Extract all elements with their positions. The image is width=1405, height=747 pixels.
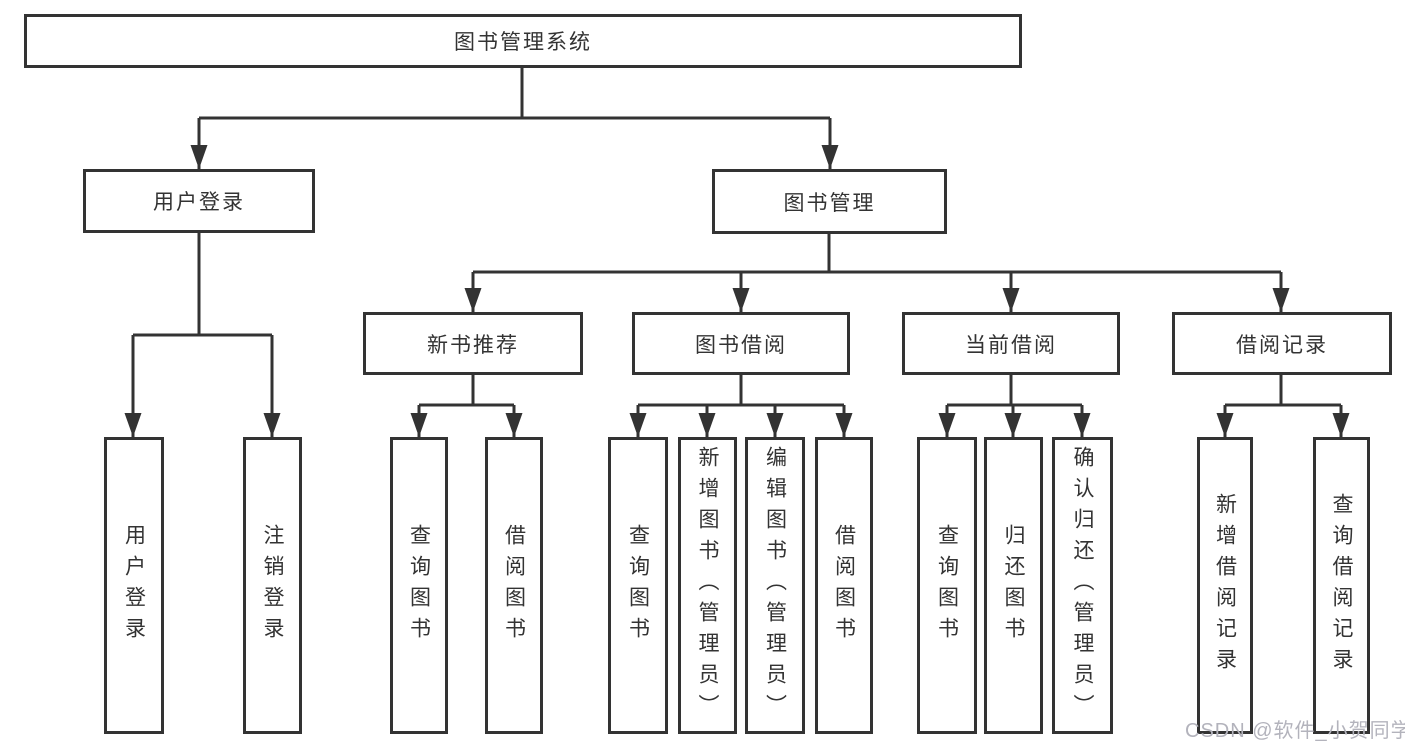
leaf-label: 查询图书 [935, 523, 959, 648]
node-new-book-recommend: 新书推荐 [363, 312, 583, 375]
leaf-cb-return-book: 归还图书 [984, 437, 1043, 734]
node-root-library-system: 图书管理系统 [24, 14, 1022, 68]
node-user-login: 用户登录 [83, 169, 315, 233]
leaf-label: 用户登录 [122, 523, 146, 648]
leaf-nb-query-book: 查询图书 [390, 437, 448, 734]
leaf-cb-confirm-return-admin: 确认归还（管理员） [1052, 437, 1113, 734]
leaf-cb-query-book: 查询图书 [917, 437, 977, 734]
watermark: CSDN @软件_小贺同学 [1185, 720, 1405, 742]
leaf-label: 新增借阅记录 [1213, 492, 1237, 679]
leaf-label: 新增图书（管理员） [696, 446, 719, 725]
leaf-label: 确认归还（管理员） [1071, 446, 1094, 725]
leaf-bb-edit-book-admin: 编辑图书（管理员） [745, 437, 805, 734]
node-current-borrow: 当前借阅 [902, 312, 1120, 375]
leaf-label: 注销登录 [261, 523, 284, 648]
node-book-management: 图书管理 [712, 169, 947, 234]
leaf-label: 借阅图书 [502, 523, 526, 648]
leaf-label: 查询图书 [626, 523, 650, 648]
leaf-nb-borrow-book: 借阅图书 [485, 437, 543, 734]
node-borrow-records: 借阅记录 [1172, 312, 1392, 375]
leaf-user-login: 用户登录 [104, 437, 164, 734]
leaf-label: 编辑图书（管理员） [763, 446, 787, 725]
node-book-borrow: 图书借阅 [632, 312, 850, 375]
leaf-logout: 注销登录 [243, 437, 302, 734]
leaf-label: 归还图书 [1002, 523, 1025, 648]
leaf-bb-borrow-book: 借阅图书 [815, 437, 873, 734]
leaf-label: 查询图书 [407, 523, 431, 648]
leaf-bb-add-book-admin: 新增图书（管理员） [678, 437, 737, 734]
leaf-bb-query-book: 查询图书 [608, 437, 668, 734]
leaf-br-add-record: 新增借阅记录 [1197, 437, 1253, 734]
leaf-label: 借阅图书 [832, 523, 856, 648]
leaf-label: 查询借阅记录 [1330, 492, 1353, 679]
leaf-br-query-record: 查询借阅记录 [1313, 437, 1370, 734]
